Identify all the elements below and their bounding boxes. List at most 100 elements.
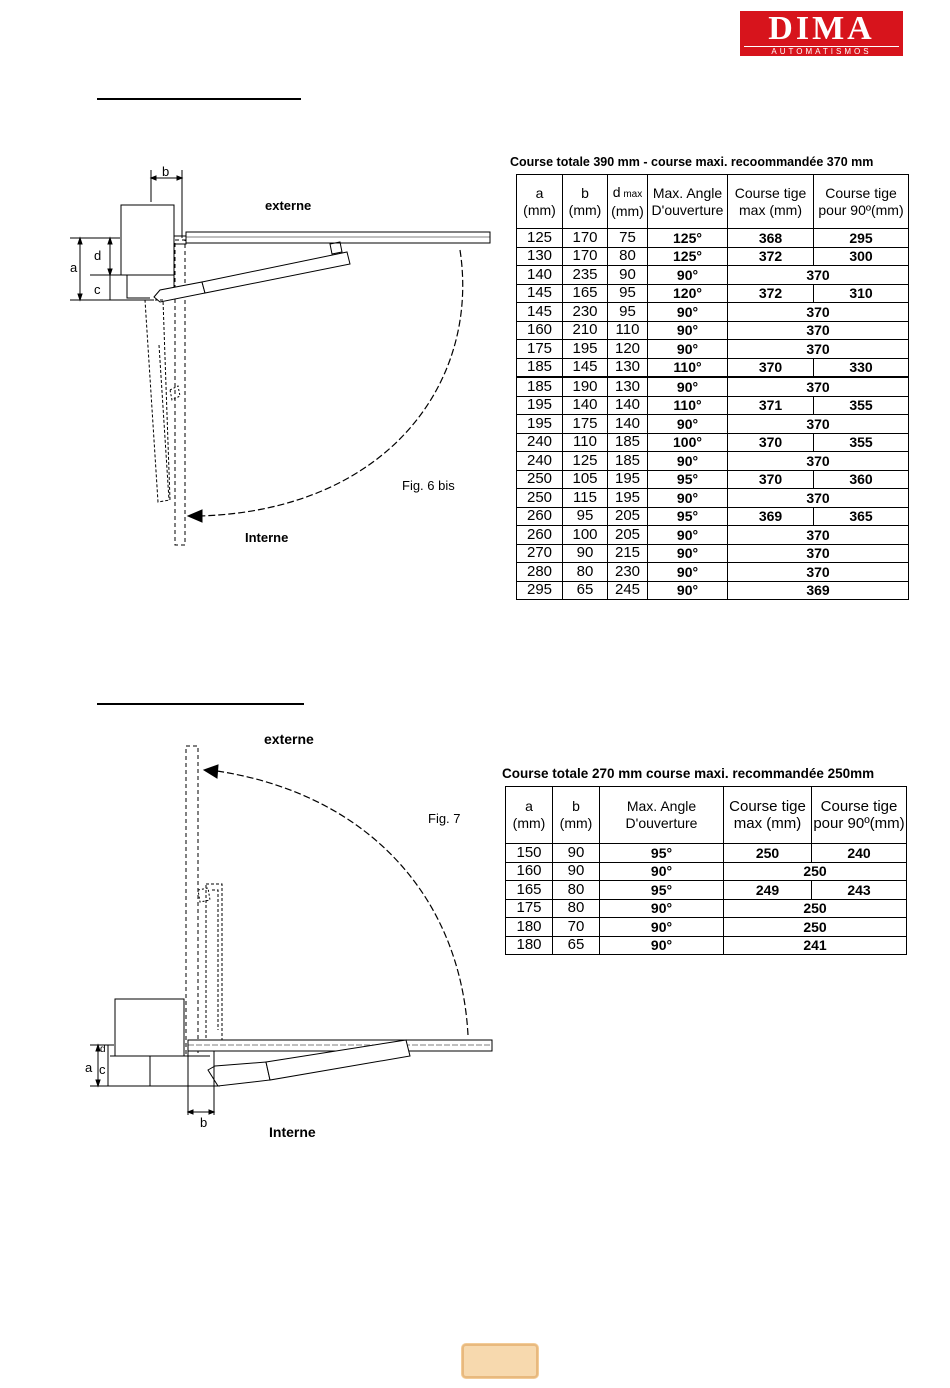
fig6-cell-course-max: 370 xyxy=(727,432,814,452)
fig7-cell-course-90: 240 xyxy=(811,843,907,863)
fig7-col-b: b(mm) xyxy=(552,786,600,844)
fig7-col-a: a(mm) xyxy=(505,786,553,844)
fig6-cell-course-merged: 370 xyxy=(727,543,909,563)
fig7-actuator-body xyxy=(207,1061,271,1087)
fig6-cell-a: 160 xyxy=(516,320,563,340)
fig7-cell-course-max: 249 xyxy=(723,880,812,900)
fig7-cell-b: 70 xyxy=(552,917,600,937)
fig6-cell-course-90: 355 xyxy=(813,395,909,415)
fig6-cell-angle: 90° xyxy=(647,376,728,397)
fig6-cell-angle: 125° xyxy=(647,246,728,266)
fig6-cell-a: 195 xyxy=(516,395,563,415)
section-rule-1 xyxy=(97,98,301,100)
fig6-cell-a: 185 xyxy=(516,376,563,397)
fig6-col-b: b(mm) xyxy=(562,174,608,229)
fig6-dim-a: a xyxy=(70,260,78,275)
fig6-cell-b: 170 xyxy=(562,246,608,266)
fig6-cell-a: 145 xyxy=(516,283,563,303)
fig6-cell-angle: 90° xyxy=(647,525,728,545)
fig7-dim-d: d xyxy=(100,1044,106,1055)
fig6-cell-b: 110 xyxy=(562,432,608,452)
fig6-diagram xyxy=(70,170,491,546)
fig7-cell-a: 175 xyxy=(505,898,553,918)
fig6-cell-d: 195 xyxy=(607,488,648,508)
fig7-dim-c: c xyxy=(99,1062,106,1077)
fig6-col-a: a(mm) xyxy=(516,174,563,229)
fig6-cell-course-max: 370 xyxy=(727,357,814,378)
fig7-cell-angle: 90° xyxy=(599,898,724,918)
fig6-cell-d: 130 xyxy=(607,357,648,378)
fig7-dim-a: a xyxy=(85,1060,93,1075)
fig6-label-externe: externe xyxy=(265,198,312,213)
fig6-cell-d: 245 xyxy=(607,580,648,600)
fig6-actuator-open xyxy=(144,299,171,503)
fig6-actuator-body xyxy=(153,281,206,303)
fig6-cell-course-merged: 370 xyxy=(727,320,909,340)
fig6-cell-d: 95 xyxy=(607,283,648,303)
fig6-table-title: Course totale 390 mm - course maxi. reco… xyxy=(510,155,874,169)
fig6-cell-d: 110 xyxy=(607,320,648,340)
fig6-cell-d: 90 xyxy=(607,265,648,285)
fig6-cell-angle: 90° xyxy=(647,451,728,471)
fig6-cell-b: 190 xyxy=(562,376,608,397)
fig7-arc xyxy=(209,769,469,1036)
fig6-cell-a: 260 xyxy=(516,506,563,526)
fig7-cell-a: 165 xyxy=(505,880,553,900)
fig6-actuator-rod xyxy=(201,251,351,294)
fig6-label-interne: Interne xyxy=(245,530,289,545)
logo-name: DIMA xyxy=(768,10,875,47)
fig6-cell-b: 95 xyxy=(562,506,608,526)
fig6-cell-a: 130 xyxy=(516,246,563,266)
fig7-cell-b: 90 xyxy=(552,861,600,881)
fig7-cell-course-merged: 250 xyxy=(723,898,907,918)
section-rule-2 xyxy=(97,703,304,705)
fig6-cell-angle: 95° xyxy=(647,469,728,489)
fig6-cell-b: 230 xyxy=(562,302,608,322)
fig6-cell-angle: 95° xyxy=(647,506,728,526)
fig6-cell-angle: 125° xyxy=(647,228,728,248)
fig6-cell-course-90: 300 xyxy=(813,246,909,266)
logo-tagline: AUTOMATISMOS xyxy=(771,47,872,56)
fig6-motor-box xyxy=(120,204,175,276)
fig6-cell-a: 295 xyxy=(516,580,563,600)
fig6-cell-b: 105 xyxy=(562,469,608,489)
fig7-actuator-open xyxy=(205,883,223,1041)
fig7-cell-course-90: 243 xyxy=(811,880,907,900)
fig6-arc xyxy=(199,249,464,517)
fig7-cell-angle: 90° xyxy=(599,861,724,881)
fig6-cell-d: 95 xyxy=(607,302,648,322)
fig7-table-title: Course totale 270 mm course maxi. recomm… xyxy=(502,766,875,781)
fig7-cell-a: 150 xyxy=(505,843,553,863)
fig6-cell-course-max: 372 xyxy=(727,283,814,303)
fig6-cell-angle: 110° xyxy=(647,357,728,378)
fig7-cell-b: 80 xyxy=(552,880,600,900)
fig6-cell-angle: 90° xyxy=(647,488,728,508)
fig6-cell-b: 145 xyxy=(562,357,608,378)
fig6-cell-angle: 90° xyxy=(647,580,728,600)
fig6-cell-course-max: 368 xyxy=(727,228,814,248)
fig6-cell-angle: 90° xyxy=(647,302,728,322)
fig6-cell-course-merged: 370 xyxy=(727,488,909,508)
fig6-cell-d: 205 xyxy=(607,506,648,526)
fig6-cell-a: 195 xyxy=(516,414,563,434)
fig7-cell-a: 160 xyxy=(505,861,553,881)
